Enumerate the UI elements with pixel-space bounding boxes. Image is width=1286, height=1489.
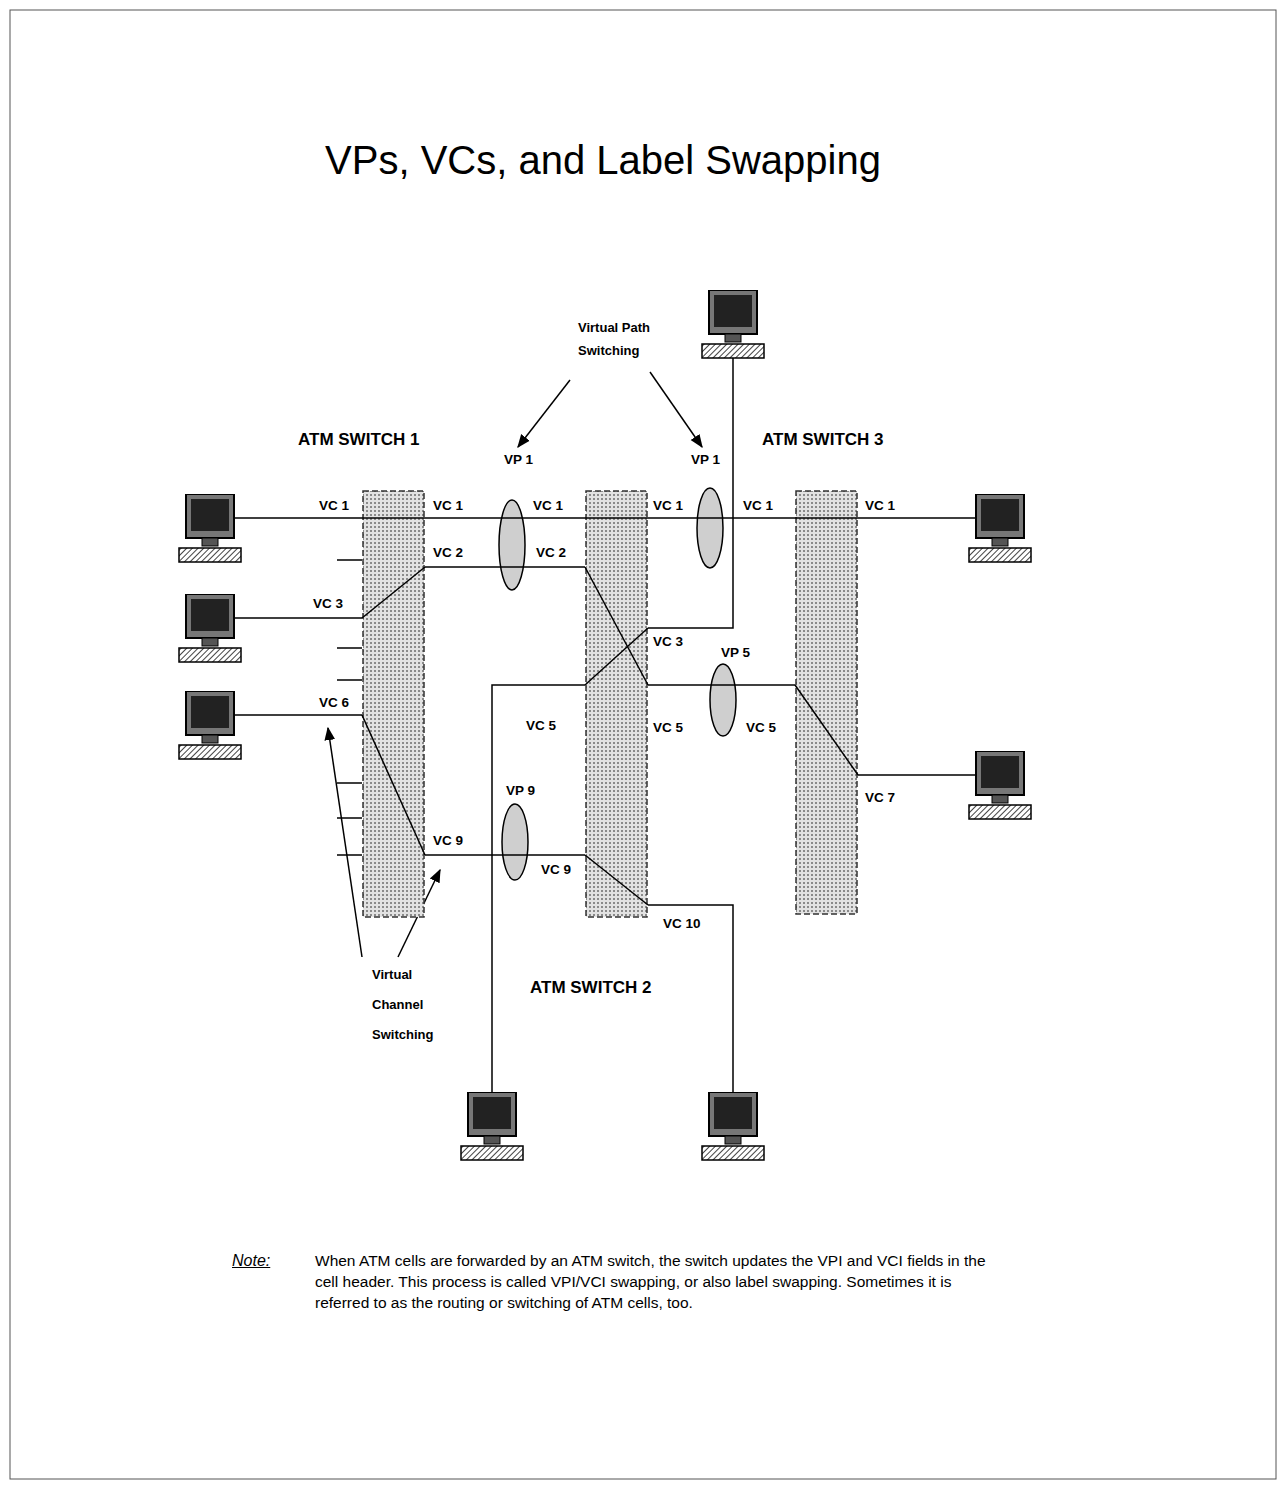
- switch-path: [585, 567, 648, 685]
- switch-path: [362, 715, 425, 855]
- connector-line: [648, 517, 795, 519]
- note-text: When ATM cells are forwarded by an ATM s…: [315, 1250, 995, 1313]
- computer-icon: [702, 290, 764, 358]
- diagram-title: VPs, VCs, and Label Swapping: [0, 136, 1206, 184]
- computer-icon: [179, 594, 241, 662]
- wire: [234, 358, 976, 1092]
- switch-fabric: [362, 490, 425, 918]
- switch-path: [362, 517, 425, 519]
- vc-label: VC 1: [864, 498, 896, 514]
- vp-label: VP 9: [505, 783, 536, 799]
- vc-label: VC 10: [662, 916, 702, 932]
- switch-fabric: [585, 490, 648, 918]
- vc-label: VC 3: [312, 596, 344, 612]
- vc-label: VC 2: [535, 545, 567, 561]
- page-frame: [10, 10, 1276, 1479]
- switch-fill: [586, 491, 647, 917]
- switch-fill: [363, 491, 424, 917]
- vc-label: VC 1: [532, 498, 564, 514]
- switch-name: ATM SWITCH 3: [762, 430, 884, 450]
- switch-path: [585, 517, 648, 519]
- vc-label: VC 7: [864, 790, 896, 806]
- vc-label: VC 5: [652, 720, 684, 736]
- switch-name: ATM SWITCH 1: [298, 430, 420, 450]
- vc-label: VC 2: [432, 545, 464, 561]
- computer-icon: [179, 494, 241, 562]
- vp-label: VP 5: [720, 645, 751, 661]
- callout-text: Virtual Path Switching: [578, 316, 652, 362]
- vc-label: VC 1: [318, 498, 350, 514]
- vc-label: VC 6: [318, 695, 350, 711]
- vc-label: VC 9: [540, 862, 572, 878]
- switch-path: [795, 517, 858, 519]
- note-heading: Note:: [232, 1250, 270, 1271]
- virtual-path-ellipse: [697, 488, 723, 568]
- atm-switch-box: ATM SWITCH 1: [362, 490, 425, 918]
- vc-label: VC 3: [652, 634, 684, 650]
- vp-label: VP 1: [503, 452, 534, 468]
- switch-path: [585, 628, 648, 685]
- computer-icon: [969, 751, 1031, 819]
- vc-label: VC 1: [432, 498, 464, 514]
- vc-label: VC 5: [745, 720, 777, 736]
- computer-icon: [969, 494, 1031, 562]
- switch-path: [585, 855, 648, 905]
- virtual-path-ellipse: [710, 664, 736, 736]
- switch-fill: [796, 491, 857, 914]
- vc-label: VC 9: [432, 833, 464, 849]
- pointer-arrow: [328, 728, 362, 957]
- computer-icon: [179, 691, 241, 759]
- vc-label: VC 1: [742, 498, 774, 514]
- virtual-path-ellipse: [499, 500, 525, 590]
- vc-label: VC 1: [652, 498, 684, 514]
- vp-label: VP 1: [690, 452, 721, 468]
- connector-line: [425, 566, 585, 568]
- switch-path: [795, 685, 858, 775]
- pointer-arrow: [518, 380, 570, 447]
- switch-path: [362, 567, 425, 618]
- virtual-path-ellipse: [502, 804, 528, 880]
- atm-switch-box: ATM SWITCH 2: [585, 490, 648, 918]
- vc-label: VC 5: [525, 718, 557, 734]
- pointer-arrow: [650, 372, 702, 447]
- connector-line: [425, 854, 585, 856]
- switch-fabric: [795, 490, 858, 915]
- connector-line: [425, 517, 585, 519]
- computer-icon: [461, 1092, 523, 1160]
- callout-text: Virtual Channel Switching: [372, 960, 444, 1050]
- computer-icon: [702, 1092, 764, 1160]
- connector-line: [648, 684, 795, 686]
- atm-switch-box: ATM SWITCH 3: [795, 490, 858, 915]
- switch-name: ATM SWITCH 2: [530, 978, 652, 998]
